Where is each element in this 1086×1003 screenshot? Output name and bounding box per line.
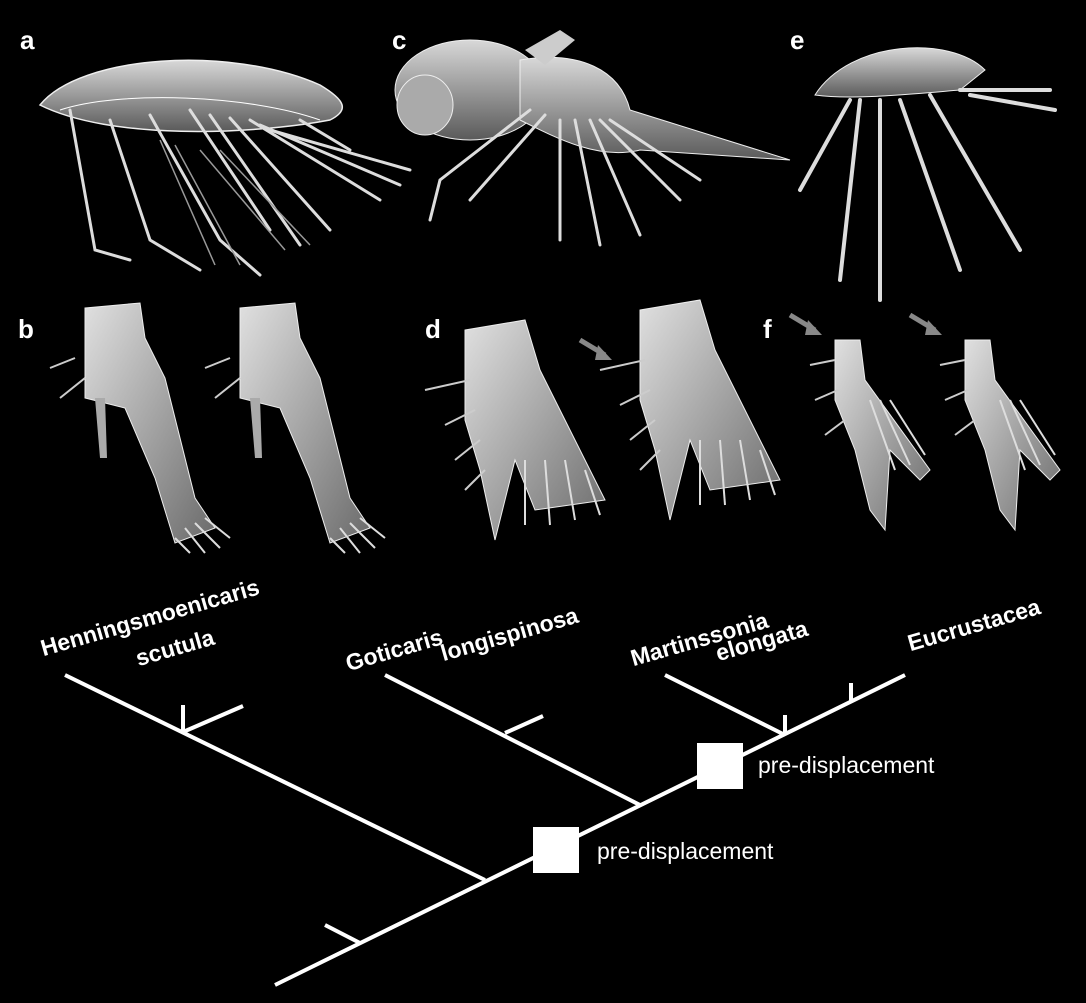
limb-illustrations-d (425, 300, 780, 540)
panel-label-c: c (392, 25, 406, 56)
panel-label-e: e (790, 25, 804, 56)
limb-illustrations-f (790, 315, 1060, 530)
event-box-lower (533, 827, 579, 873)
limb-illustrations-b (50, 303, 385, 553)
panel-label-a: a (20, 25, 34, 56)
tick-marks (183, 683, 851, 943)
larva-illustration-e (800, 48, 1055, 300)
branch-goticaris (385, 675, 640, 805)
panel-label-d: d (425, 314, 441, 345)
phylogenetic-tree (65, 675, 905, 985)
event-label-lower: pre-displacement (597, 838, 773, 865)
larva-illustration-a (40, 60, 410, 275)
larva-illustration-c (395, 30, 790, 245)
panel-label-b: b (18, 314, 34, 345)
event-label-upper: pre-displacement (758, 752, 934, 779)
panel-label-f: f (763, 314, 772, 345)
event-box-upper (697, 743, 743, 789)
branch-henningsmoenicaris (65, 675, 485, 880)
tree-trunk (275, 675, 905, 985)
branch-martinssonia (665, 675, 785, 735)
